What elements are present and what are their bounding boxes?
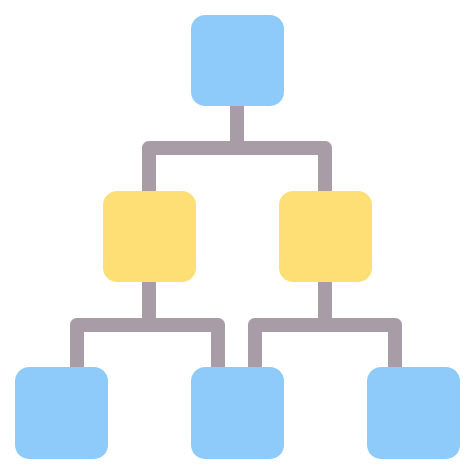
top-node — [191, 15, 284, 106]
connector-lines — [70, 98, 402, 377]
bottom-node-right — [367, 367, 460, 459]
middle-node-right — [279, 191, 372, 282]
bottom-node-center — [191, 367, 284, 459]
nodes — [15, 15, 460, 459]
connector-top-branch — [142, 141, 332, 201]
bottom-node-left — [15, 367, 108, 459]
connector-right-branch — [248, 318, 402, 377]
middle-node-left — [103, 191, 196, 282]
connector-left-branch — [70, 318, 225, 377]
